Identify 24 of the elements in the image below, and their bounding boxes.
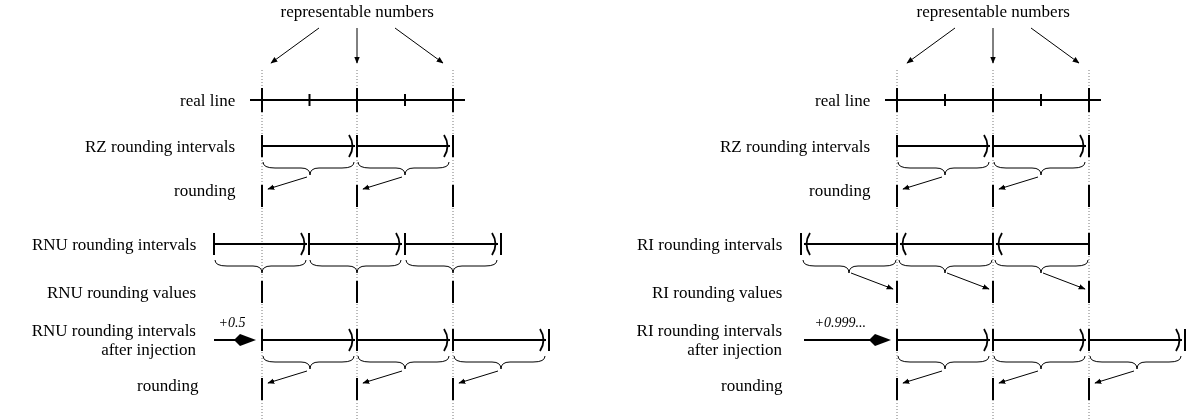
row-label: RNU rounding values <box>47 282 197 302</box>
row-label: rounding <box>137 375 199 395</box>
row-label: rounding <box>174 180 236 200</box>
offset-value: +0.5 <box>218 313 246 332</box>
row-label: real line <box>180 90 236 110</box>
offset-value: +0.999... <box>814 313 866 332</box>
row-label: RNU rounding intervals after injection <box>30 321 196 359</box>
arrow <box>270 27 320 64</box>
row-label: RZ rounding intervals <box>720 136 871 156</box>
heading-text: representable numbers <box>916 2 1070 22</box>
arrow <box>354 27 360 64</box>
arrow <box>1030 27 1080 64</box>
row-label: rounding <box>721 375 783 395</box>
row-label: RI rounding values <box>652 282 783 302</box>
row-label: RNU rounding intervals <box>32 234 197 254</box>
heading-text: representable numbers <box>280 2 434 22</box>
arrow <box>906 27 956 64</box>
row-label: RZ rounding intervals <box>85 136 236 156</box>
row-label: real line <box>815 90 871 110</box>
row-label: RI rounding intervals <box>637 234 783 254</box>
arrow <box>394 27 444 64</box>
row-label: rounding <box>809 180 871 200</box>
arrow <box>990 27 996 64</box>
row-label: RI rounding intervals after injection <box>635 321 782 359</box>
